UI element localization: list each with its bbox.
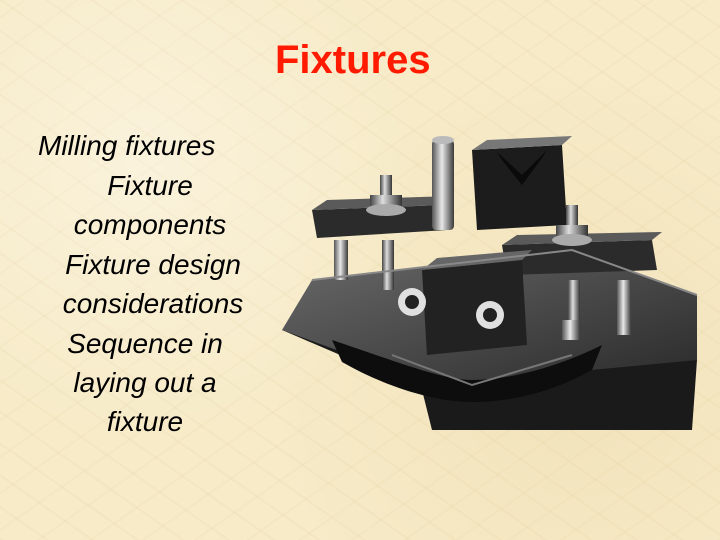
bullet-sequence-laying-out: Sequence in laying out a fixture — [67, 328, 223, 437]
bullet-milling-fixtures: Milling fixtures — [38, 130, 216, 161]
milling-fixture-photo — [282, 136, 698, 430]
bullet-fixture-design-considerations: Fixture design considerations — [62, 249, 244, 319]
bullet-list: Milling fixtures Fixture components Fixt… — [20, 126, 260, 442]
bullet-fixture-components: Fixture components — [73, 170, 227, 240]
slide-title: Fixtures — [275, 38, 431, 82]
